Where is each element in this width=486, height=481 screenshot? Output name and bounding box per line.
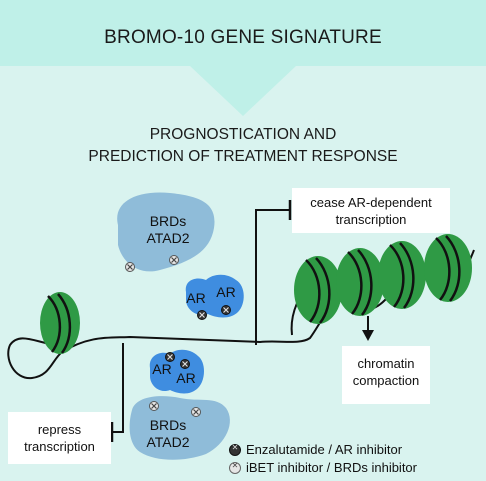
legend-enzalutamide-label: Enzalutamide / AR inhibitor [246, 442, 403, 457]
inhibition-line-cease [255, 209, 290, 345]
header-banner [0, 0, 486, 66]
nucleosome-2 [336, 248, 384, 316]
ibet-inhibitor-icon [149, 401, 159, 411]
cease-line-2: transcription [335, 212, 407, 227]
cease-transcription-box: cease AR-dependent transcription [292, 188, 450, 233]
subtitle-line-1: PROGNOSTICATION AND [149, 126, 337, 143]
repress-transcription-box: repress transcription [8, 412, 111, 464]
legend-enzalutamide: Enzalutamide / AR inhibitor [229, 442, 402, 457]
repress-line-2: transcription [24, 439, 95, 454]
nucleosome-4 [424, 234, 472, 302]
legend-ibet: iBET inhibitor / BRDs inhibitor [229, 460, 417, 475]
diagram-title: BROMO-10 GENE SIGNATURE [104, 27, 382, 48]
nucleosome-3 [378, 241, 426, 309]
subtitle-line-2: PREDICTION OF TREATMENT RESPONSE [88, 148, 398, 165]
brd-complex-top [117, 192, 215, 272]
enzalutamide-icon [197, 310, 207, 320]
brd-bottom-line-1: BRDs [150, 417, 187, 433]
ar-top-a: AR [186, 290, 205, 306]
cease-line-1: cease AR-dependent [310, 195, 432, 210]
chromatin-line-1: chromatin [357, 356, 415, 371]
diagram-subtitle: PROGNOSTICATION AND PREDICTION OF TREATM… [0, 124, 486, 168]
ibet-inhibitor-icon [169, 255, 179, 265]
enzalutamide-icon [165, 352, 175, 362]
ibet-legend-icon [229, 461, 241, 474]
banner-arrow [190, 66, 296, 116]
ar-dimer-bottom [149, 349, 204, 394]
nucleosome-left [40, 292, 80, 354]
nucleosome-1 [294, 256, 342, 324]
brd-top-line-2: ATAD2 [146, 230, 189, 246]
ibet-inhibitor-icon [191, 407, 201, 417]
ar-bottom-a: AR [152, 361, 171, 377]
chromatin-compaction-box: chromatin compaction [342, 346, 430, 404]
brd-complex-bottom [129, 396, 230, 460]
ibet-inhibitor-icon [125, 262, 135, 272]
compaction-arrow-head [362, 330, 374, 341]
enzalutamide-icon [221, 305, 231, 315]
ar-bottom-b: AR [176, 370, 195, 386]
enzalutamide-icon [180, 359, 190, 369]
brd-bottom-line-2: ATAD2 [146, 434, 189, 450]
chromatin-line-2: compaction [352, 373, 420, 388]
enzalutamide-legend-icon [229, 443, 241, 456]
legend-ibet-label: iBET inhibitor / BRDs inhibitor [246, 460, 417, 475]
brd-top-line-1: BRDs [150, 213, 187, 229]
ar-top-b: AR [216, 284, 235, 300]
repress-line-1: repress [37, 422, 82, 437]
inhibition-line-repress [112, 343, 124, 433]
